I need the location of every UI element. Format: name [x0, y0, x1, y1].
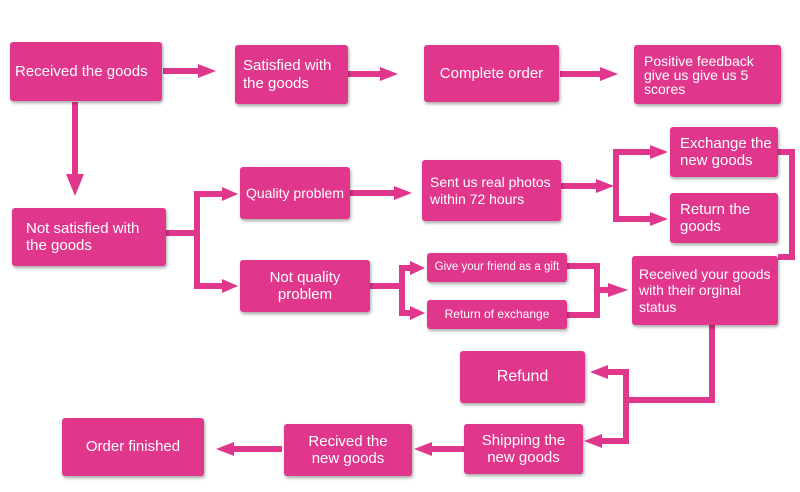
arrowhead: [600, 67, 618, 81]
node-original-status: Received your goods with their orginal s…: [632, 256, 778, 325]
arrowhead: [380, 67, 398, 81]
node-satisfied: Satisfied with the goods: [235, 45, 348, 104]
arrowhead: [394, 186, 412, 200]
arrow-not-quality-to-gift: [370, 265, 412, 289]
arrowhead: [650, 212, 668, 226]
arrow-branch-to-return: [613, 152, 652, 222]
node-received-goods: Received the goods: [10, 42, 162, 101]
arrowhead: [222, 187, 238, 201]
arrowhead: [584, 434, 602, 448]
node-sent-photos: Sent us real photos within 72 hours: [422, 160, 561, 221]
arrowhead: [608, 283, 628, 297]
node-refund: Refund: [460, 351, 585, 403]
arrowhead: [414, 442, 432, 456]
node-quality-problem: Quality problem: [240, 167, 350, 219]
arrow-branch-to-exchange: [613, 149, 652, 219]
node-exchange-goods: Exchange the new goods: [670, 127, 778, 177]
arrowhead: [410, 306, 425, 320]
arrowhead: [410, 261, 425, 275]
arrowhead: [216, 442, 234, 456]
arrow-not-satisfied-to-not-quality: [194, 233, 224, 289]
node-gift: Give your friend as a gift: [427, 253, 567, 282]
arrowhead: [198, 64, 216, 78]
node-positive-feedback: Positive feedback give us give us 5 scor…: [634, 45, 781, 104]
arrow-options-to-original: [567, 263, 600, 318]
node-return-goods: Return the goods: [670, 193, 778, 243]
node-shipping: Shipping the new goods: [464, 424, 583, 474]
arrowhead: [596, 179, 614, 193]
arrowhead: [590, 365, 608, 379]
node-order-finished: Order finished: [62, 418, 204, 476]
arrowhead: [222, 279, 238, 293]
node-complete-order: Complete order: [424, 45, 559, 102]
arrow-not-quality-to-return-exchange: [399, 286, 412, 316]
node-return-exchange: Return of exchange: [427, 300, 567, 329]
arrow-original-to-refund: [606, 325, 715, 403]
connector-exchange-return-to-original: [778, 149, 795, 260]
arrowhead: [66, 174, 84, 196]
arrow-original-to-shipping: [600, 400, 629, 444]
arrowhead: [650, 145, 668, 159]
arrow-not-satisfied-branches: [166, 191, 224, 236]
node-not-quality-problem: Not quality problem: [240, 260, 370, 312]
node-recived-new-goods: Recived the new goods: [284, 424, 412, 476]
node-not-satisfied: Not satisfied with the goods: [12, 208, 166, 266]
